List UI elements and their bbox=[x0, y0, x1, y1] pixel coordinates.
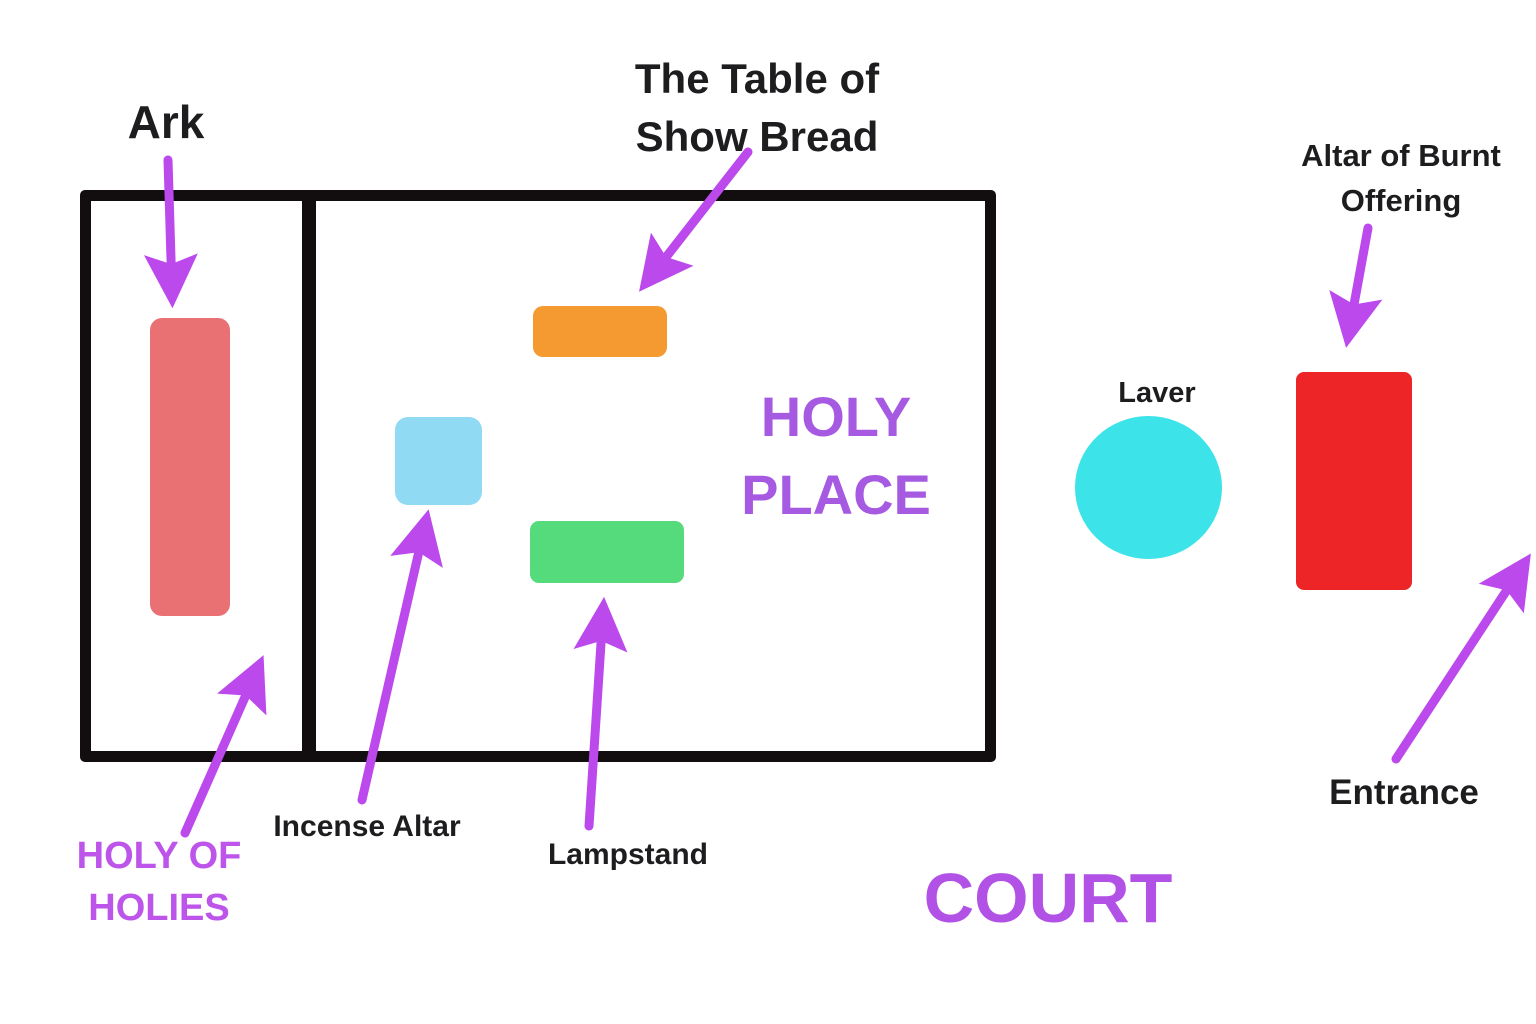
court-label: COURT bbox=[923, 859, 1173, 937]
holy-place-label: HOLY PLACE bbox=[741, 378, 931, 534]
lampstand-label: Lampstand bbox=[547, 838, 709, 871]
table-of-show-bread-shape bbox=[533, 306, 667, 357]
altar-of-burnt-offering-shape bbox=[1296, 372, 1412, 590]
table-of-show-bread-label-line1: The Table of bbox=[634, 55, 880, 102]
altar-of-burnt-offering-label-line1: Altar of Burnt bbox=[1301, 138, 1501, 173]
laver-label: Laver bbox=[1118, 377, 1196, 409]
entrance-label: Entrance bbox=[1329, 773, 1479, 812]
ark-shape bbox=[150, 318, 230, 616]
table-of-show-bread-label: The Table of Show Bread bbox=[635, 50, 879, 166]
holy-of-holies-label-line1: HOLY OF bbox=[76, 835, 242, 877]
holy-of-holies-label-line2: HOLIES bbox=[88, 887, 230, 929]
ark-label: Ark bbox=[127, 96, 205, 148]
altar-of-burnt-offering-label-line2: Offering bbox=[1340, 183, 1462, 218]
altar-of-burnt-offering-label: Altar of Burnt Offering bbox=[1301, 133, 1501, 223]
altar-of-burnt-offering-arrow bbox=[1329, 223, 1383, 348]
holy-place-label-line2: PLACE bbox=[741, 463, 931, 526]
incense-altar-label: Incense Altar bbox=[273, 810, 461, 843]
holy-place-label-line1: HOLY bbox=[760, 385, 912, 448]
incense-altar-shape bbox=[395, 417, 482, 505]
table-of-show-bread-label-line2: Show Bread bbox=[635, 113, 879, 160]
holy-of-holies-label: HOLY OF HOLIES bbox=[77, 830, 242, 934]
veil-divider bbox=[302, 192, 316, 760]
entrance-arrow bbox=[1391, 553, 1531, 764]
lampstand-shape bbox=[530, 521, 684, 583]
laver-shape bbox=[1075, 416, 1222, 559]
